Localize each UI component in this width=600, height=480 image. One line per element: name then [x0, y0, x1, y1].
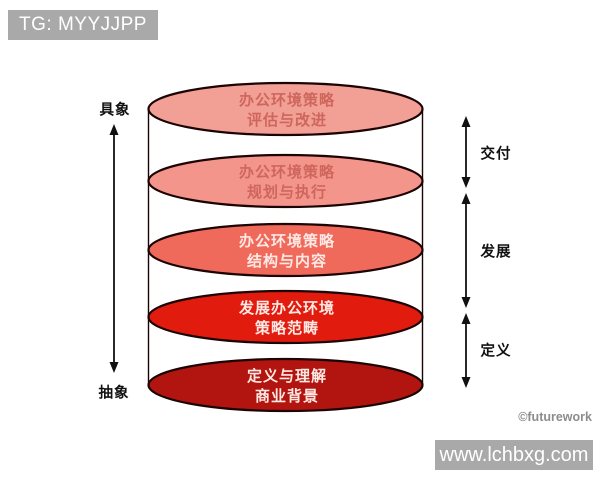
phase-arrow-deliver [461, 116, 471, 188]
layer-1-line-2: 评估与改进 [246, 112, 327, 129]
phase-arrow-define [461, 313, 471, 388]
watermark-url-bar: www.lchbxg.com [435, 440, 593, 470]
layer-5-line-1: 定义与理解 [246, 368, 327, 385]
watermark-tag-badge: TG: MYYJJPP [8, 10, 158, 40]
cylinder-layer-1-label: 办公环境策略 评估与改进 [172, 91, 402, 131]
layer-3-line-1: 办公环境策略 [238, 233, 335, 250]
layer-4-line-1: 发展办公环境 [238, 300, 335, 317]
cylinder-layer-3-label: 办公环境策略 结构与内容 [172, 232, 402, 272]
cylinder-layer-4-label: 发展办公环境 策略范畴 [172, 299, 402, 339]
cylinder-layer-2-ellipse [147, 153, 424, 209]
layer-2-line-1: 办公环境策略 [238, 164, 335, 181]
phase-label-develop: 发展 [480, 244, 512, 261]
axis-label-concrete: 具象 [99, 102, 131, 119]
cylinder-layer-5-label: 定义与理解 商业背景 [172, 367, 402, 407]
cylinder-layer-4-ellipse [147, 289, 424, 345]
layer-1-line-1: 办公环境策略 [238, 92, 335, 109]
cylinder-layer-3-ellipse [147, 222, 424, 278]
cylinder-layer-1-ellipse [147, 81, 424, 137]
futurework-credit: ©futurework [518, 410, 592, 424]
phase-label-define: 定义 [480, 343, 512, 360]
axis-label-abstract: 抽象 [98, 385, 130, 402]
layer-4-line-2: 策略范畴 [254, 320, 319, 337]
phase-label-deliver: 交付 [480, 146, 512, 163]
phase-arrow-develop [461, 193, 471, 308]
layer-3-line-2: 结构与内容 [246, 253, 327, 270]
cylinder-layer-2-label: 办公环境策略 规划与执行 [172, 163, 402, 203]
abstraction-axis-arrow [109, 124, 119, 373]
cylinder-layer-5-ellipse [147, 357, 424, 413]
layer-2-line-2: 规划与执行 [246, 184, 327, 201]
layer-5-line-2: 商业背景 [254, 388, 319, 405]
